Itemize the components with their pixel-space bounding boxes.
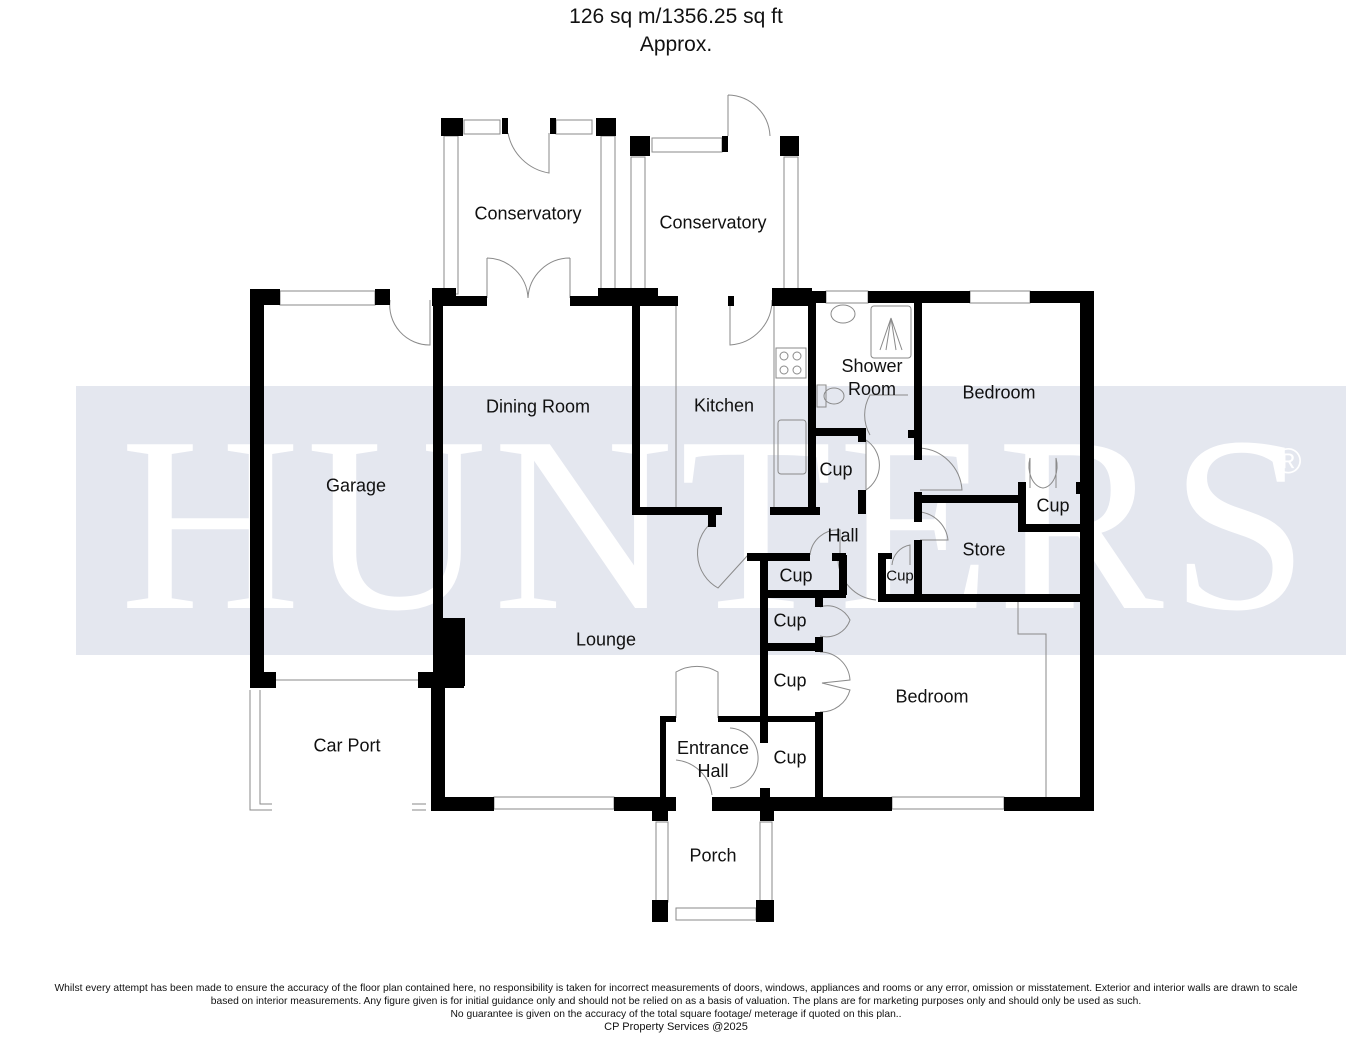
door-shower-room xyxy=(864,394,908,436)
door-bedroom-rear xyxy=(919,447,963,491)
window-garage xyxy=(279,290,376,306)
basin-icon xyxy=(830,304,856,324)
window-conservatory-right-top xyxy=(651,137,723,153)
window-shower-room xyxy=(825,290,869,304)
room-conservatory-right: Conservatory xyxy=(659,212,767,233)
window-lounge-front xyxy=(493,796,615,810)
car-port-post-left xyxy=(249,690,272,811)
room-entrance-hall: Entrance Hall xyxy=(676,738,750,781)
door-cup-bedroom xyxy=(1028,457,1058,489)
window-bedroom-rear xyxy=(969,290,1031,304)
window-conservatory-right-west xyxy=(630,156,646,294)
window-conservatory-left-west xyxy=(443,135,459,295)
room-cup-entrance: Cup xyxy=(773,747,807,768)
door-kitchen-rear xyxy=(729,299,773,346)
window-porch-front xyxy=(675,907,757,921)
window-porch-west xyxy=(655,821,669,903)
shower-tray-icon xyxy=(870,305,912,359)
door-conservatory-right xyxy=(727,94,771,137)
copyright: CP Property Services @2025 xyxy=(604,1021,748,1033)
room-hall: Hall xyxy=(827,525,859,546)
room-bedroom-front: Bedroom xyxy=(895,686,969,707)
door-conservatory-left-top xyxy=(507,132,550,174)
total-area: 126 sq m/1356.25 sq ft xyxy=(569,5,783,28)
toilet-cistern-icon xyxy=(816,384,827,408)
room-cup-mid-2: Cup xyxy=(773,670,807,691)
room-conservatory-left: Conservatory xyxy=(474,203,582,224)
room-store: Store xyxy=(962,539,1006,560)
room-porch: Porch xyxy=(689,845,737,866)
door-porch xyxy=(675,759,713,796)
toilet-bowl-icon xyxy=(823,387,845,405)
door-dining-right-leaf xyxy=(527,257,571,299)
window-conservatory-left-top1 xyxy=(463,119,501,135)
disclaimer-line-1: Whilst every attempt has been made to en… xyxy=(54,983,1298,994)
window-conservatory-left-top2 xyxy=(555,119,593,135)
door-cup-entrance xyxy=(729,727,759,789)
window-conservatory-right-east xyxy=(783,156,799,294)
door-lounge-hall xyxy=(697,519,749,589)
door-cup-upper xyxy=(865,439,880,491)
sink-icon xyxy=(777,419,807,475)
room-garage: Garage xyxy=(325,475,387,496)
room-cup-mid-1: Cup xyxy=(773,610,807,631)
door-cup-mid-2 xyxy=(819,651,851,713)
door-dining-left-leaf xyxy=(486,257,529,299)
room-car-port: Car Port xyxy=(313,735,381,756)
disclaimer: Whilst every attempt has been made to en… xyxy=(0,982,1352,1034)
door-cup-hall-left xyxy=(809,529,841,556)
window-bedroom-front xyxy=(891,796,1005,810)
walls xyxy=(250,118,1094,922)
door-garage-rear xyxy=(389,299,431,346)
room-cup-hall-small: Cup xyxy=(886,567,914,585)
door-store xyxy=(919,511,949,541)
shower-spray-icon xyxy=(879,317,903,351)
window-conservatory-left-east xyxy=(600,135,616,295)
room-bedroom-rear: Bedroom xyxy=(962,382,1036,403)
door-entrance-hall xyxy=(675,665,719,718)
hob-icon xyxy=(775,347,807,379)
door-hall-lounge xyxy=(837,559,877,601)
room-cup-hall-upper: Cup xyxy=(819,459,853,480)
room-cup-hall-left: Cup xyxy=(779,565,813,586)
watermark-registered-icon: ® xyxy=(1275,440,1302,481)
approx-note: Approx. xyxy=(639,33,713,56)
plan-header: 126 sq m/1356.25 sq ft Approx. xyxy=(0,3,1352,59)
door-cup-small xyxy=(891,544,911,566)
door-cup-mid-1 xyxy=(819,605,851,638)
room-lounge: Lounge xyxy=(575,629,637,650)
disclaimer-line-2: based on interior measurements. Any figu… xyxy=(210,996,1142,1007)
window-porch-east xyxy=(759,821,773,909)
disclaimer-line-3: No guarantee is given on the accuracy of… xyxy=(450,1009,902,1020)
room-cup-bedroom-rear: Cup xyxy=(1036,495,1070,516)
room-shower-room: Shower Room xyxy=(841,356,903,399)
room-dining-room: Dining Room xyxy=(485,396,591,417)
room-kitchen: Kitchen xyxy=(693,395,755,416)
